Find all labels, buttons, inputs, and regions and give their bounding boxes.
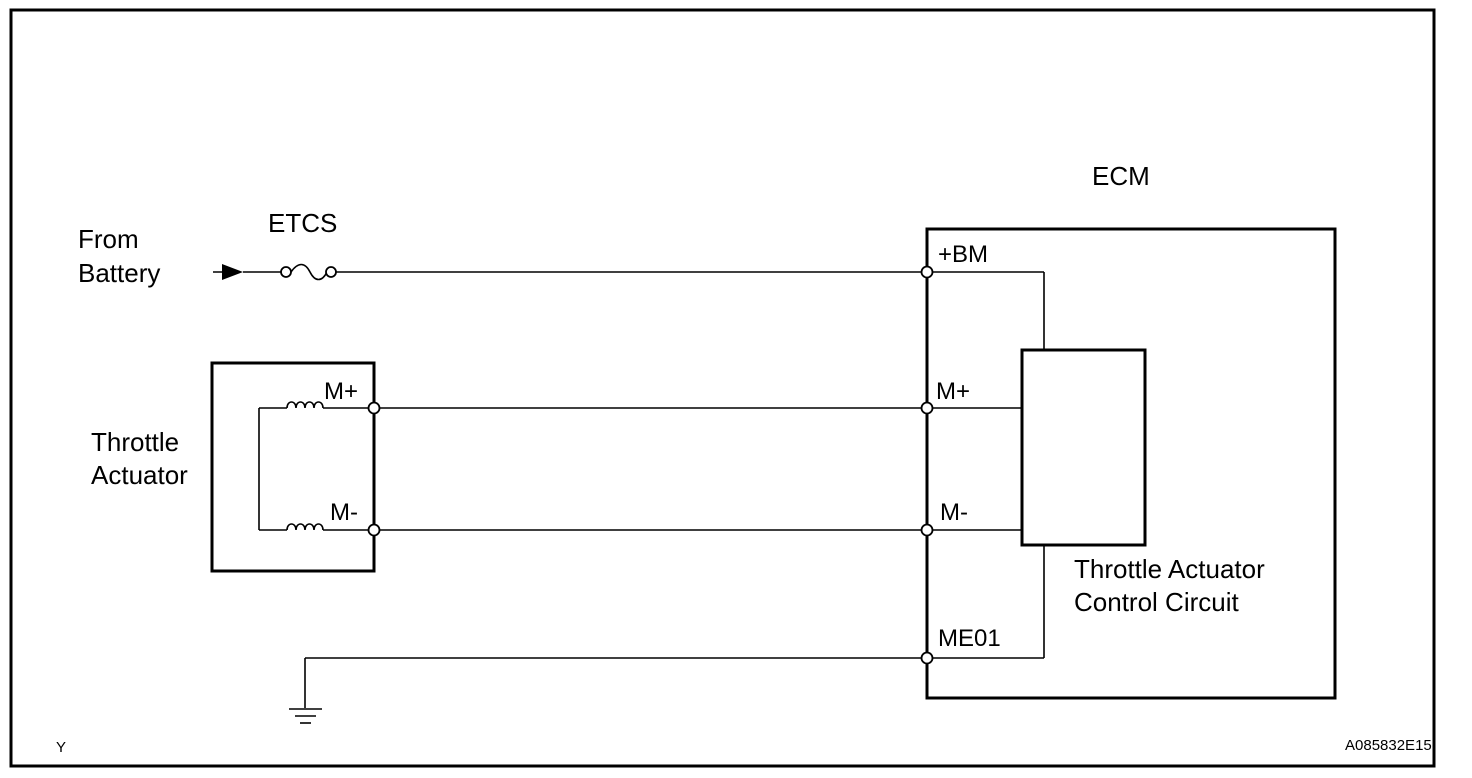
etcs-fuse (280, 263, 337, 281)
actuator-coil-bottom (259, 523, 369, 531)
outer-frame (9, 8, 1436, 768)
ecm-terminal-bm (920, 265, 934, 279)
actuator-terminal-m-plus (367, 401, 381, 415)
ecm-internal-wiring (933, 271, 1045, 659)
control-circuit-label-line2: Control Circuit (1074, 587, 1239, 617)
ecm-terminal-m-plus (920, 401, 934, 415)
control-circuit-label-line1: Throttle Actuator (1074, 554, 1265, 584)
actuator-pin-m-minus-label: M- (330, 499, 358, 526)
arrow-icon (222, 264, 243, 280)
actuator-coil-top (259, 401, 369, 409)
ground-icon (289, 657, 922, 724)
throttle-actuator-label-line2: Actuator (91, 460, 188, 490)
actuator-terminal-m-minus (367, 523, 381, 537)
corner-label: Y (56, 739, 66, 756)
ecm-pin-bm-label: +BM (938, 241, 988, 268)
ecm-pin-me01-label: ME01 (938, 625, 1001, 652)
actuator-pin-m-plus-label: M+ (324, 378, 358, 405)
ecm-pin-m-minus-label: M- (940, 499, 968, 526)
ecm-label: ECM (1092, 161, 1150, 191)
from-battery-label-line1: From (78, 224, 139, 254)
throttle-actuator-label-line1: Throttle (91, 427, 179, 457)
ecm-box (925, 227, 1337, 700)
battery-feed (213, 264, 282, 280)
throttle-actuator-control-circuit-box (1020, 348, 1147, 547)
ecm-pin-m-plus-label: M+ (936, 378, 970, 405)
throttle-actuator-box (210, 361, 376, 573)
fuse-label: ETCS (268, 208, 337, 238)
figure-code-label: A085832E15 (1345, 737, 1432, 754)
from-battery-label-line2: Battery (78, 258, 160, 288)
ecm-terminal-me01 (920, 651, 934, 665)
ecm-terminal-m-minus (920, 523, 934, 537)
